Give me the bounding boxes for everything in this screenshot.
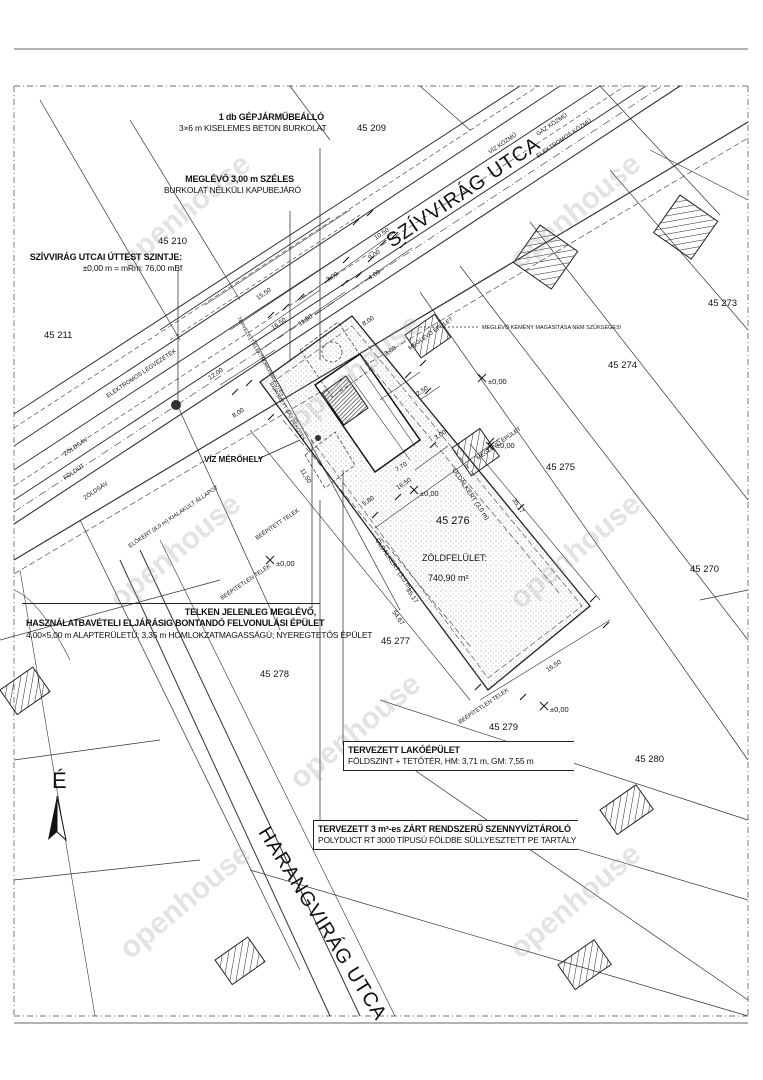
leader-lines [177,148,480,820]
greenstrip-label-1: ZÖLDSÁV [62,436,89,457]
callout-house-title: TERVEZETT LAKÓÉPÜLET [348,745,460,755]
callout-septic-sub: POLYDUCT RT 3000 TÍPUSÚ FÖLDBE SÜLLYESZT… [318,835,577,846]
callout-existing-shed: TELKEN JELENLEG MEGLÉVŐ, HASZNÁLATBAVÉTE… [22,603,373,643]
side-street-lines [13,539,396,1017]
street-name-side: HARANGVIRÁG UTCA [254,822,392,1024]
callout-gate: MEGLÉVŐ 3,00 m SZÉLES BURKOLAT NÉLKÜLI K… [160,172,301,198]
level-marker-3: ±0,00 [276,559,295,568]
callout-planned-house: TERVEZETT LAKÓÉPÜLET FÖLDSZINT + TETŐTÉR… [343,741,574,771]
unbuilt-plot-label-2: BEÉPÍTETLEN TELEK [457,687,510,726]
dim-11-50a: 11,50 [297,313,314,328]
water-meter-label: VÍZ MÉRŐHELY [204,455,264,464]
callout-septic-title: TERVEZETT 3 m³-es ZÁRT RENDSZERŰ SZENNYV… [318,824,571,834]
callout-shed-title: TELKEN JELENLEG MEGLÉVŐ, [184,607,316,617]
callout-house-sub: FÖLDSZINT + TETŐTÉR, HM: 3,71 m, GM: 7,5… [348,756,534,767]
callout-road-level-title: SZÍVVIRÁG UTCAI ÚTTEST SZINTJE: [29,252,183,262]
callout-road-level-sub: ±0,00 m = mRm: 76,00 mBf [82,263,183,274]
parcel-45278: 45 278 [260,669,289,680]
watermark-6: openhouse [503,837,647,965]
callout-shed-line2: HASZNÁLATBAVÉTELI ELJÁRÁSIG BONTANDÓ FEL… [26,618,325,629]
chimney-note: MEGLÉVŐ KÉMÉNY MAGASÍTÁSA NEM SZÜKSÉGES! [482,324,622,331]
dim-8-00: 8,00 [361,315,376,328]
dim-15-50: 15,50 [255,287,273,302]
parcel-45275: 45 275 [546,462,575,473]
watermark-2: openhouse [503,147,647,275]
dim-8-00b: 8,00 [231,407,246,420]
parcel-45274: 45 274 [608,360,637,371]
dim-16-50c: 16,50 [545,659,563,674]
parcel-45277: 45 277 [381,636,410,647]
callout-road-level: SZÍVVIRÁG UTCAI ÚTTEST SZINTJE: ±0,00 m … [20,250,186,276]
drawing-border [13,85,749,1017]
green-area-value: 740,90 m² [428,573,469,583]
built-plot-label: BEÉPÍTETT TELEK [254,507,301,542]
dim-11-50b: 11,50 [298,468,312,486]
greenstrip-label-2: ZÖLDSÁV [82,480,109,501]
callout-gate-title: MEGLÉVŐ 3,00 m SZÉLES [185,174,294,184]
level-crosses [265,373,549,711]
utility-overhead-label: ELEKTROMOS LÉGVEZETÉK [105,348,177,400]
parcel-boundaries [0,85,749,1017]
plot-45276 [171,315,591,691]
level-marker-1: ±0,00 [488,377,507,386]
callout-septic: TERVEZETT 3 m³-es ZÁRT RENDSZERŰ SZENNYV… [313,820,578,850]
utility-electric-label: ELEKTROMOS KÖZMŰ [535,117,593,159]
watermark-8: openhouse [283,667,427,795]
callout-parking-sub: 3×6 m KISELEMES BETON BURKOLAT [179,123,327,134]
dim-54-67: 54,67 [390,609,405,627]
callout-parking-title: 1 db GÉPJÁRMŰBEÁLLÓ [218,112,324,122]
parcel-45279: 45 279 [489,722,518,733]
callout-shed-line3: 4,00×5,00 m ALAPTERÜLETŰ; 3,35 m HOMLOKZ… [26,629,373,640]
parcel-45273: 45 273 [708,298,737,309]
parcel-45276: 45 276 [436,515,470,527]
green-area-title: ZÖLDFELÜLET: [422,553,487,563]
parcel-45209: 45 209 [357,123,386,134]
dim-3-00: 3,00 [325,271,340,284]
dim-2-50: 2,50 [415,385,430,398]
callout-gate-sub: BURKOLAT NÉLKÜLI KAPUBEJÁRÓ [164,185,301,196]
dim-16-50a: 16,50 [270,317,288,332]
level-marker-4: ±0,00 [550,705,569,714]
parcel-45210: 45 210 [158,236,187,247]
level-marker-2: ±0,00 [420,489,439,498]
callout-parking: 1 db GÉPJÁRMŰBEÁLLÓ 3×6 m KISELEMES BETO… [175,110,328,136]
parcel-45280: 45 280 [635,754,664,765]
north-label: É [52,768,67,793]
north-arrow-icon [48,795,67,842]
parcel-45211: 45 211 [44,330,72,341]
dimension-ticks [231,209,610,701]
parcel-45270: 45 270 [690,564,719,575]
level-marker-5: ±0,00 [496,441,515,450]
dimension-lines [204,209,611,701]
